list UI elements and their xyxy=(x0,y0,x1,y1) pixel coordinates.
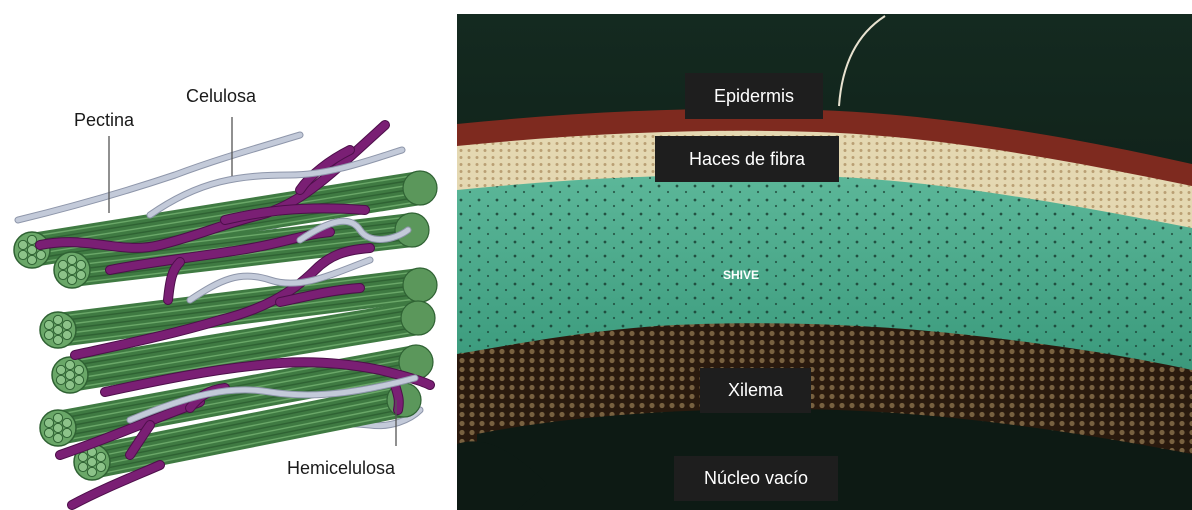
microfibril-end xyxy=(53,413,62,422)
microfibril-end xyxy=(67,275,76,284)
microfibril-end xyxy=(65,360,74,369)
bundle-far-end xyxy=(403,268,437,302)
microfibril-end xyxy=(78,452,87,461)
bundle-far-end xyxy=(395,213,429,247)
microfibril-end xyxy=(67,255,76,264)
microfibril-end xyxy=(62,428,71,437)
microfibril-end xyxy=(87,457,96,466)
microfibril-end xyxy=(53,315,62,324)
microfibril-end xyxy=(58,270,67,279)
microfibril-end xyxy=(62,418,71,427)
stem-cross-section-micrograph: Epidermis Haces de fibra SHIVE Xilema Nú… xyxy=(457,14,1192,510)
microfibril-end xyxy=(53,335,62,344)
microfibril-end xyxy=(44,330,53,339)
microfibril-end xyxy=(44,428,53,437)
microfibril-end xyxy=(56,365,65,374)
microfibril-end xyxy=(67,265,76,274)
cell-wall-diagram: Celulosa Pectina Hemicelulosa xyxy=(0,0,450,510)
microfibril-end xyxy=(87,467,96,476)
micrograph-image xyxy=(457,14,1192,510)
microfibril-end xyxy=(56,375,65,384)
microfibril-end xyxy=(36,250,45,259)
microfibril-end xyxy=(76,270,85,279)
nucleo-vacio-label: Núcleo vacío xyxy=(674,456,838,501)
pectina-label: Pectina xyxy=(74,110,134,131)
microfibril-end xyxy=(18,240,27,249)
microfibril-end xyxy=(27,255,36,264)
microfibril-end xyxy=(62,320,71,329)
microfibril-end xyxy=(18,250,27,259)
microfibril-end xyxy=(58,260,67,269)
haces-de-fibra-label: Haces de fibra xyxy=(655,136,839,182)
microfibril-end xyxy=(27,235,36,244)
shive-label: SHIVE xyxy=(723,268,759,282)
xilema-label: Xilema xyxy=(700,368,811,413)
microfibril-end xyxy=(76,260,85,269)
microfibril-end xyxy=(65,380,74,389)
bundle-far-end xyxy=(401,301,435,335)
microfibril-end xyxy=(62,330,71,339)
microfibril-end xyxy=(53,423,62,432)
microfibril-end xyxy=(78,462,87,471)
cellulose-bundle-end xyxy=(14,232,50,268)
cellulose-bundle-end xyxy=(52,357,88,393)
cellulose-bundle-end xyxy=(40,410,76,446)
fiber-bundle-illustration xyxy=(0,0,450,510)
celulosa-label: Celulosa xyxy=(186,86,256,107)
microfibril-end xyxy=(44,418,53,427)
microfibril-end xyxy=(44,320,53,329)
microfibril-end xyxy=(27,245,36,254)
cellulose-bundle-end xyxy=(40,312,76,348)
microfibril-end xyxy=(53,433,62,442)
bundle-far-end xyxy=(403,171,437,205)
hemicelulosa-label: Hemicelulosa xyxy=(287,458,395,479)
epidermis-label: Epidermis xyxy=(685,73,823,119)
microfibril-end xyxy=(74,365,83,374)
microfibril-end xyxy=(74,375,83,384)
microfibril-end xyxy=(96,452,105,461)
microfibril-end xyxy=(65,370,74,379)
cellulose-bundle-end xyxy=(54,252,90,288)
microfibril-end xyxy=(96,462,105,471)
microfibril-end xyxy=(53,325,62,334)
